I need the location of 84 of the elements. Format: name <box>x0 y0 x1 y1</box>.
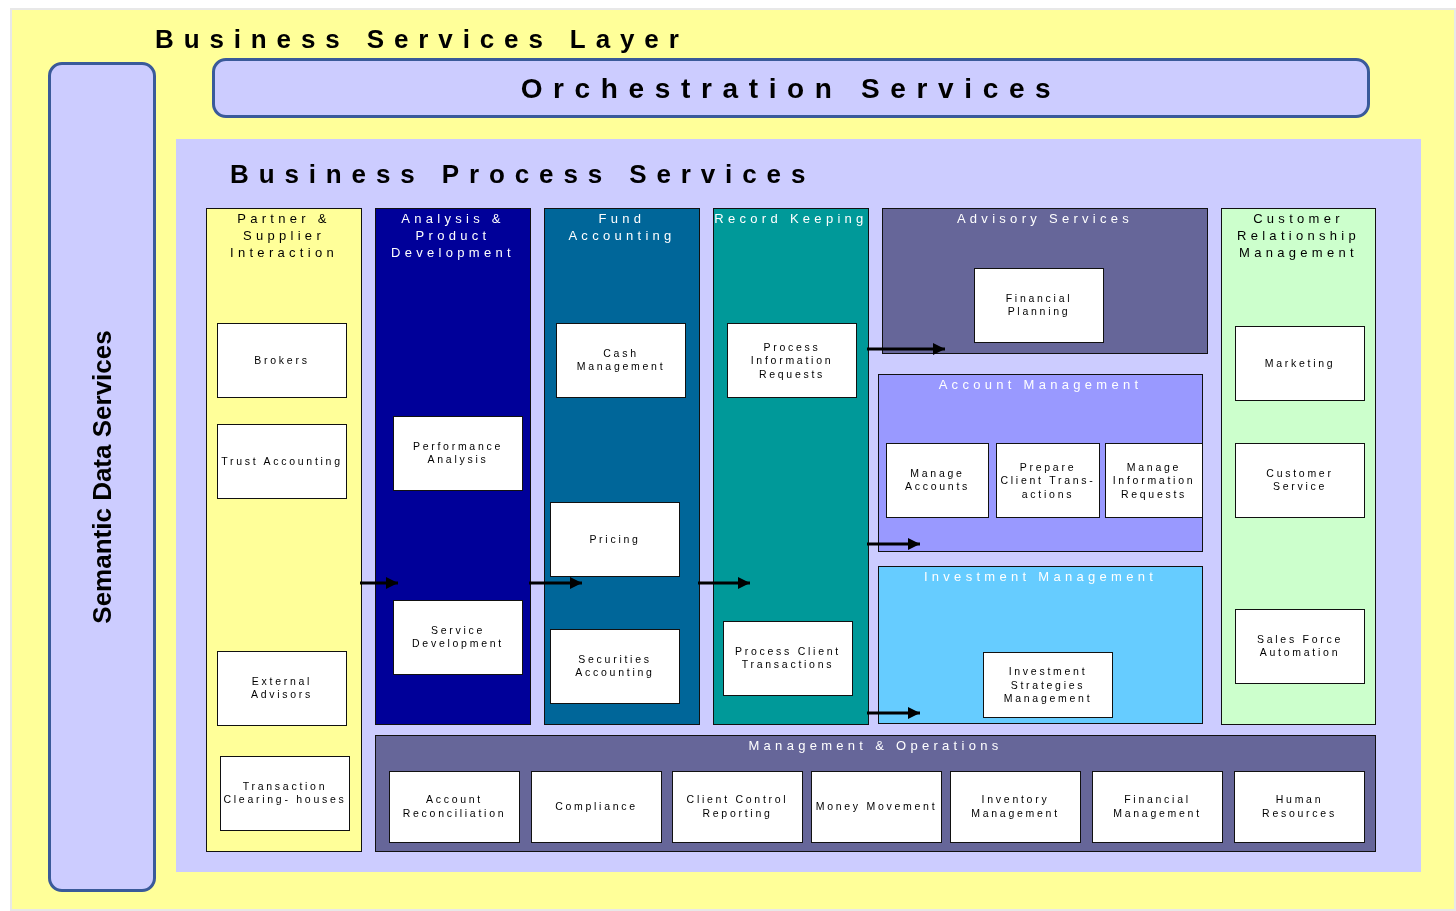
box-label: Client Control Reporting <box>685 793 790 821</box>
group-panel <box>375 208 531 725</box>
process-box <box>1092 771 1223 843</box>
group-title: Advisory Services <box>955 211 1135 228</box>
arrow <box>867 707 920 719</box>
process-box <box>220 756 350 831</box>
box-label: Account Reconciliation <box>401 793 508 821</box>
arrow <box>698 577 750 589</box>
box-label: Compliance <box>554 800 639 814</box>
process-area <box>176 139 1421 872</box>
layer-title: Business Services Layer <box>155 24 689 55</box>
arrow <box>360 577 398 589</box>
process-box <box>1235 326 1365 401</box>
box-label: External Advisors <box>249 674 315 703</box>
box-label: Trust Accounting <box>220 454 344 469</box>
box-label: Financial Management <box>1112 793 1203 821</box>
box-label: Cash Management <box>575 346 667 375</box>
group-panel <box>878 374 1203 552</box>
box-label: Human Resources <box>1261 793 1338 821</box>
box-label: Financial Planning <box>1004 291 1074 320</box>
process-box <box>1235 609 1365 684</box>
box-label: Customer Service <box>1265 466 1335 495</box>
band-title: Semantic Data Services <box>86 330 118 624</box>
area-title: Business Process Services <box>230 159 816 190</box>
group-panel <box>1221 208 1376 725</box>
group-title: Analysis & Product Development <box>390 211 516 262</box>
arrow <box>867 343 945 355</box>
bar-title: Orchestration Services <box>519 73 1063 105</box>
arrow <box>867 538 920 550</box>
group-panel <box>206 208 362 852</box>
process-box <box>811 771 942 843</box>
box-label: Performance Analysis <box>411 439 505 468</box>
group-title: Account Management <box>937 377 1144 394</box>
process-box <box>217 323 347 398</box>
box-label: Service Development <box>411 623 505 652</box>
box-label: Pricing <box>588 532 642 547</box>
process-box <box>550 629 680 704</box>
group-panel <box>375 735 1376 852</box>
box-label: Process Information Requests <box>749 340 835 381</box>
side-band <box>48 62 156 892</box>
process-box <box>217 424 347 499</box>
process-box <box>983 652 1113 718</box>
process-box <box>1105 443 1203 518</box>
box-label: Money Movement <box>814 800 939 814</box>
box-label: Process Client Transactions <box>734 644 842 673</box>
layer-panel <box>10 8 1456 911</box>
process-box <box>393 416 523 491</box>
box-label: Transaction Clearing- houses <box>222 779 348 808</box>
process-box <box>217 651 347 726</box>
box-label: Manage Information Requests <box>1111 460 1197 501</box>
box-label: Manage Accounts <box>904 466 971 495</box>
group-title: Investment Management <box>922 569 1159 586</box>
process-box <box>886 443 989 518</box>
process-box <box>1235 443 1365 518</box>
box-label: Investment Strategies Management <box>1002 664 1094 706</box>
process-box <box>672 771 803 843</box>
process-box <box>556 323 686 398</box>
process-box <box>727 323 857 398</box>
process-box <box>950 771 1081 843</box>
group-title: Record Keeping <box>714 211 868 228</box>
box-label: Brokers <box>253 353 311 368</box>
group-panel <box>713 208 869 725</box>
group-panel <box>882 208 1208 354</box>
group-title: Customer Relationship Management <box>1236 211 1361 262</box>
group-title: Management & Operations <box>747 738 1004 755</box>
process-box <box>550 502 680 577</box>
box-label: Sales Force Automation <box>1255 632 1345 661</box>
box-label: Securities Accounting <box>574 652 656 681</box>
process-box <box>996 443 1100 518</box>
box-label: Inventory Management <box>970 793 1061 821</box>
process-box <box>389 771 520 843</box>
service-bar <box>212 58 1370 118</box>
process-box <box>974 268 1104 343</box>
group-panel <box>544 208 700 725</box>
process-box <box>1234 771 1365 843</box>
group-title: Fund Accounting <box>567 211 677 245</box>
arrow <box>529 577 582 589</box>
box-label: Marketing <box>1263 356 1337 371</box>
box-label: Prepare Client Trans- actions <box>999 460 1097 501</box>
process-box <box>531 771 662 843</box>
process-box <box>393 600 523 675</box>
group-panel <box>878 566 1203 724</box>
group-title: Partner & Supplier Interaction <box>229 211 339 262</box>
process-box <box>723 621 853 696</box>
